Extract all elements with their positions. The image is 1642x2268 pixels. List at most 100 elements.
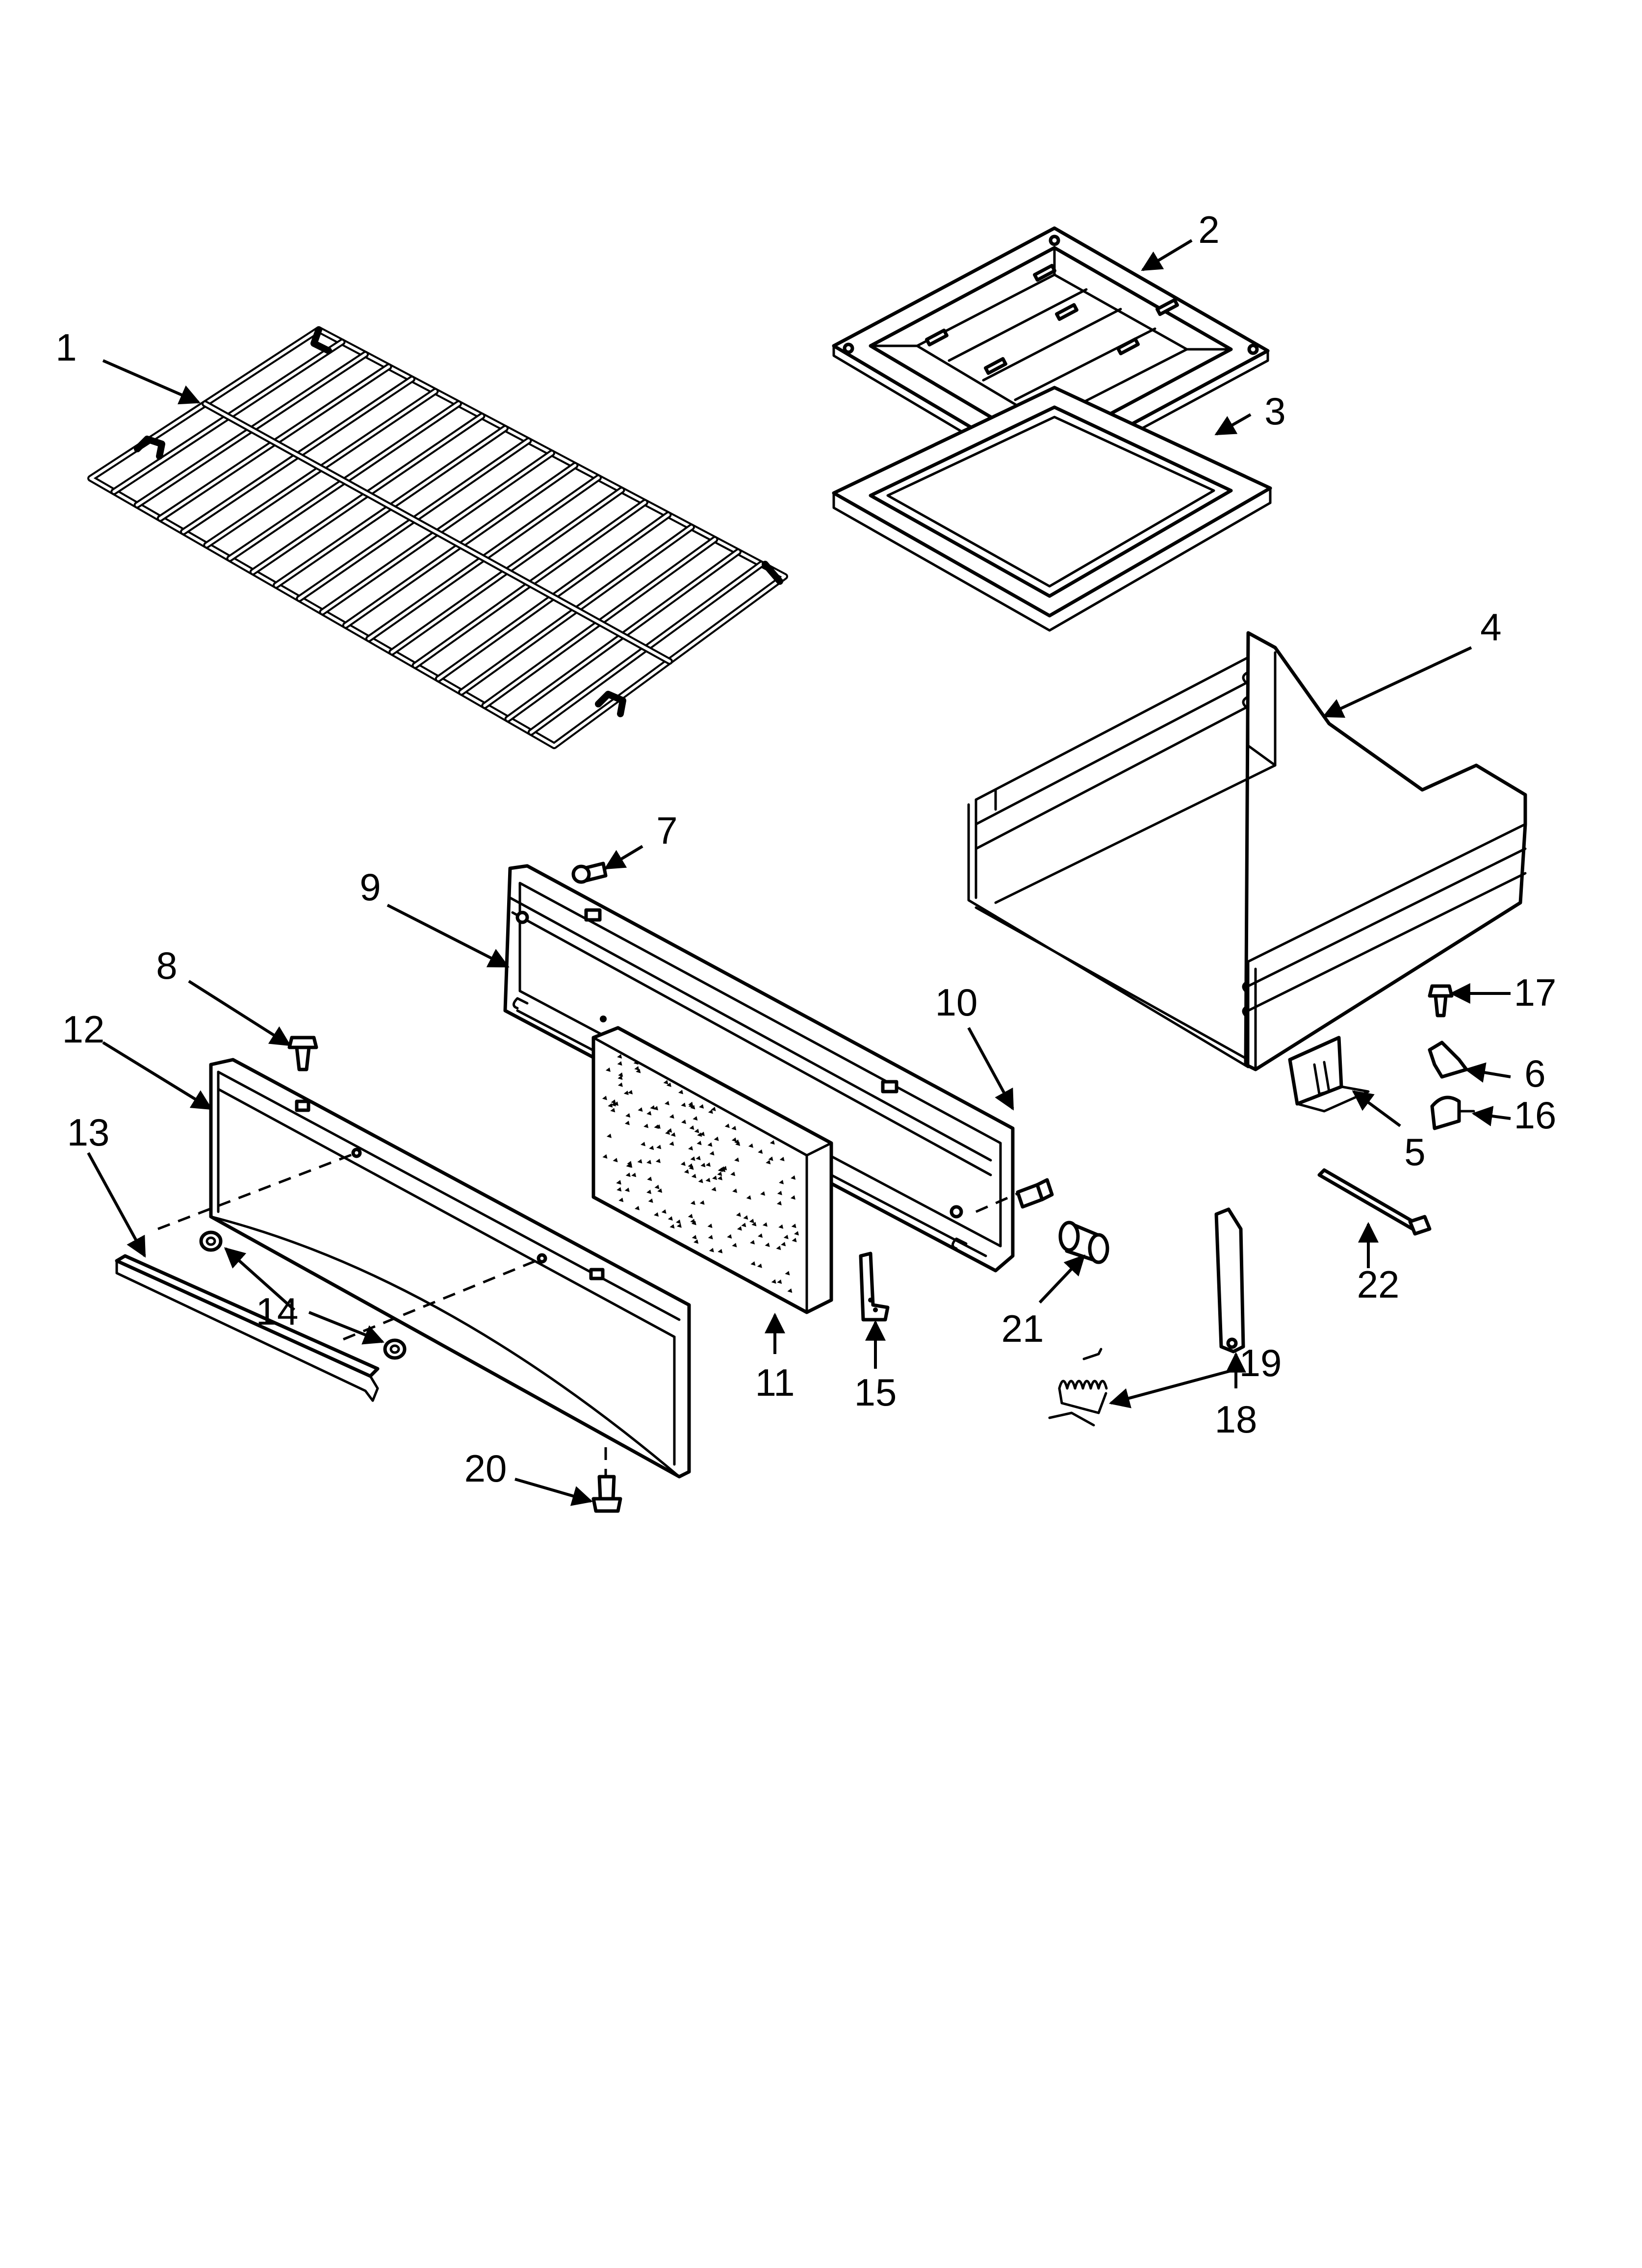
insulation-speckle (627, 1161, 632, 1166)
callout-16: 16 (1514, 1094, 1557, 1137)
insulation-speckle (656, 1145, 662, 1149)
insulation-speckle (717, 1175, 722, 1180)
insulation-speckle (736, 1212, 741, 1217)
callout-4: 4 (1480, 605, 1501, 649)
insulation-speckle (654, 1184, 660, 1189)
callout-20: 20 (464, 1447, 507, 1490)
insulation-speckle (678, 1090, 683, 1095)
insulation-speckle (688, 1103, 693, 1108)
screw-part-7 (571, 861, 608, 884)
insulation-speckle (605, 1067, 611, 1072)
insulation-speckle (691, 1173, 696, 1178)
insulation-speckle (670, 1132, 676, 1137)
callout-17: 17 (1514, 971, 1557, 1014)
insulation-speckle (610, 1108, 616, 1113)
insulation-speckle (731, 1137, 737, 1142)
insulation-speckle (666, 1082, 671, 1087)
insulation-speckle (741, 1223, 746, 1227)
insulation-speckle (611, 1099, 616, 1104)
insulation-speckle (770, 1140, 775, 1145)
insulation-speckle (777, 1279, 782, 1284)
insulation-speckle (641, 1142, 646, 1147)
insulation-speckle (791, 1175, 796, 1180)
insulation-speckle (646, 1111, 652, 1116)
insulation-speckle (730, 1172, 736, 1176)
callout-12: 12 (62, 1008, 105, 1051)
insulation-speckle (714, 1136, 719, 1141)
callout-labels: 1 2 3 4 5 6 7 8 9 10 11 12 13 14 15 16 1… (55, 208, 1556, 1490)
insulation-speckle (727, 1234, 732, 1239)
insulation-speckle (722, 1166, 727, 1171)
insulation-speckle (705, 1177, 711, 1182)
insulation-speckle (737, 1226, 742, 1231)
insulation-speckle (794, 1231, 799, 1236)
insulation-speckle (693, 1116, 698, 1121)
roller-part-21 (1058, 1221, 1109, 1264)
callout-6: 6 (1524, 1052, 1545, 1095)
insulation-speckle (617, 1075, 623, 1080)
insulation-speckle (787, 1288, 793, 1293)
insulation-speckle (648, 1198, 653, 1203)
insulation-speckle (657, 1188, 663, 1193)
insulation-speckle (731, 1125, 737, 1130)
bracket-part-15 (859, 1251, 890, 1322)
callout-13: 13 (67, 1111, 110, 1154)
insulation-speckle (751, 1222, 757, 1226)
callout-14: 14 (256, 1290, 299, 1333)
callout-19: 19 (1239, 1341, 1282, 1384)
callout-21: 21 (1001, 1307, 1044, 1350)
insulation-speckle (647, 1176, 652, 1181)
insulation-speckle (699, 1104, 704, 1109)
insulation-speckle (667, 1216, 673, 1221)
insulation-speckle (750, 1240, 755, 1245)
insulation-speckle (628, 1090, 633, 1095)
insulation-speckle (771, 1279, 776, 1284)
callout-18: 18 (1215, 1398, 1257, 1441)
insulation-speckle (688, 1163, 693, 1168)
insulation-speckle (760, 1191, 766, 1196)
insulation-speckle (735, 1141, 741, 1146)
insulation-speckle (655, 1158, 661, 1163)
insulation-speckle (631, 1173, 637, 1177)
broiler-grid-part-2 (832, 226, 1270, 482)
insulation-speckle (776, 1201, 782, 1206)
screw-part-17 (1428, 984, 1454, 1017)
insulation-speckle (602, 1154, 608, 1159)
insulation-speckle (712, 1175, 717, 1180)
insulation-speckle (618, 1198, 624, 1202)
insulation-speckle (617, 1054, 622, 1059)
insulation-speckle (699, 1200, 705, 1205)
insulation-speckle (690, 1200, 695, 1205)
insulation-speckle (707, 1224, 713, 1228)
insulation-speckle (778, 1179, 784, 1184)
insulation-speckle (718, 1249, 723, 1253)
insulation-speckle (661, 1209, 667, 1214)
insulation-speckle (688, 1214, 693, 1219)
spacer-part-14 (199, 1230, 407, 1360)
insulation-speckle (667, 1128, 672, 1133)
insulation-speckle (791, 1224, 796, 1228)
insulation-speckle (624, 1121, 630, 1125)
insulation-speckle (724, 1123, 730, 1128)
insulation-speckle (708, 1109, 713, 1114)
insulation-speckle (624, 1187, 630, 1192)
insulation-speckle (746, 1195, 751, 1200)
insulation-speckle (608, 1103, 613, 1108)
insulation-speckle (669, 1114, 674, 1119)
insulation-speckle (707, 1142, 713, 1147)
arm-part-18 (1214, 1207, 1245, 1354)
insulation-speckle (655, 1124, 661, 1129)
insulation-speckle (681, 1120, 686, 1124)
insulation-speckle (689, 1165, 694, 1170)
insulation-speckle (709, 1151, 715, 1156)
screw-part-10 (1016, 1178, 1054, 1209)
insulation-speckle (777, 1191, 782, 1196)
insulation-speckle (692, 1235, 697, 1240)
insulation-speckle (634, 1066, 640, 1071)
insulation-speckle (638, 1107, 643, 1112)
insulation-speckle (694, 1128, 699, 1133)
insulation-speckle (776, 1246, 781, 1251)
drawer-body-part-4 (967, 631, 1527, 1071)
insulation-speckle (785, 1271, 790, 1276)
callout-10: 10 (935, 981, 978, 1024)
